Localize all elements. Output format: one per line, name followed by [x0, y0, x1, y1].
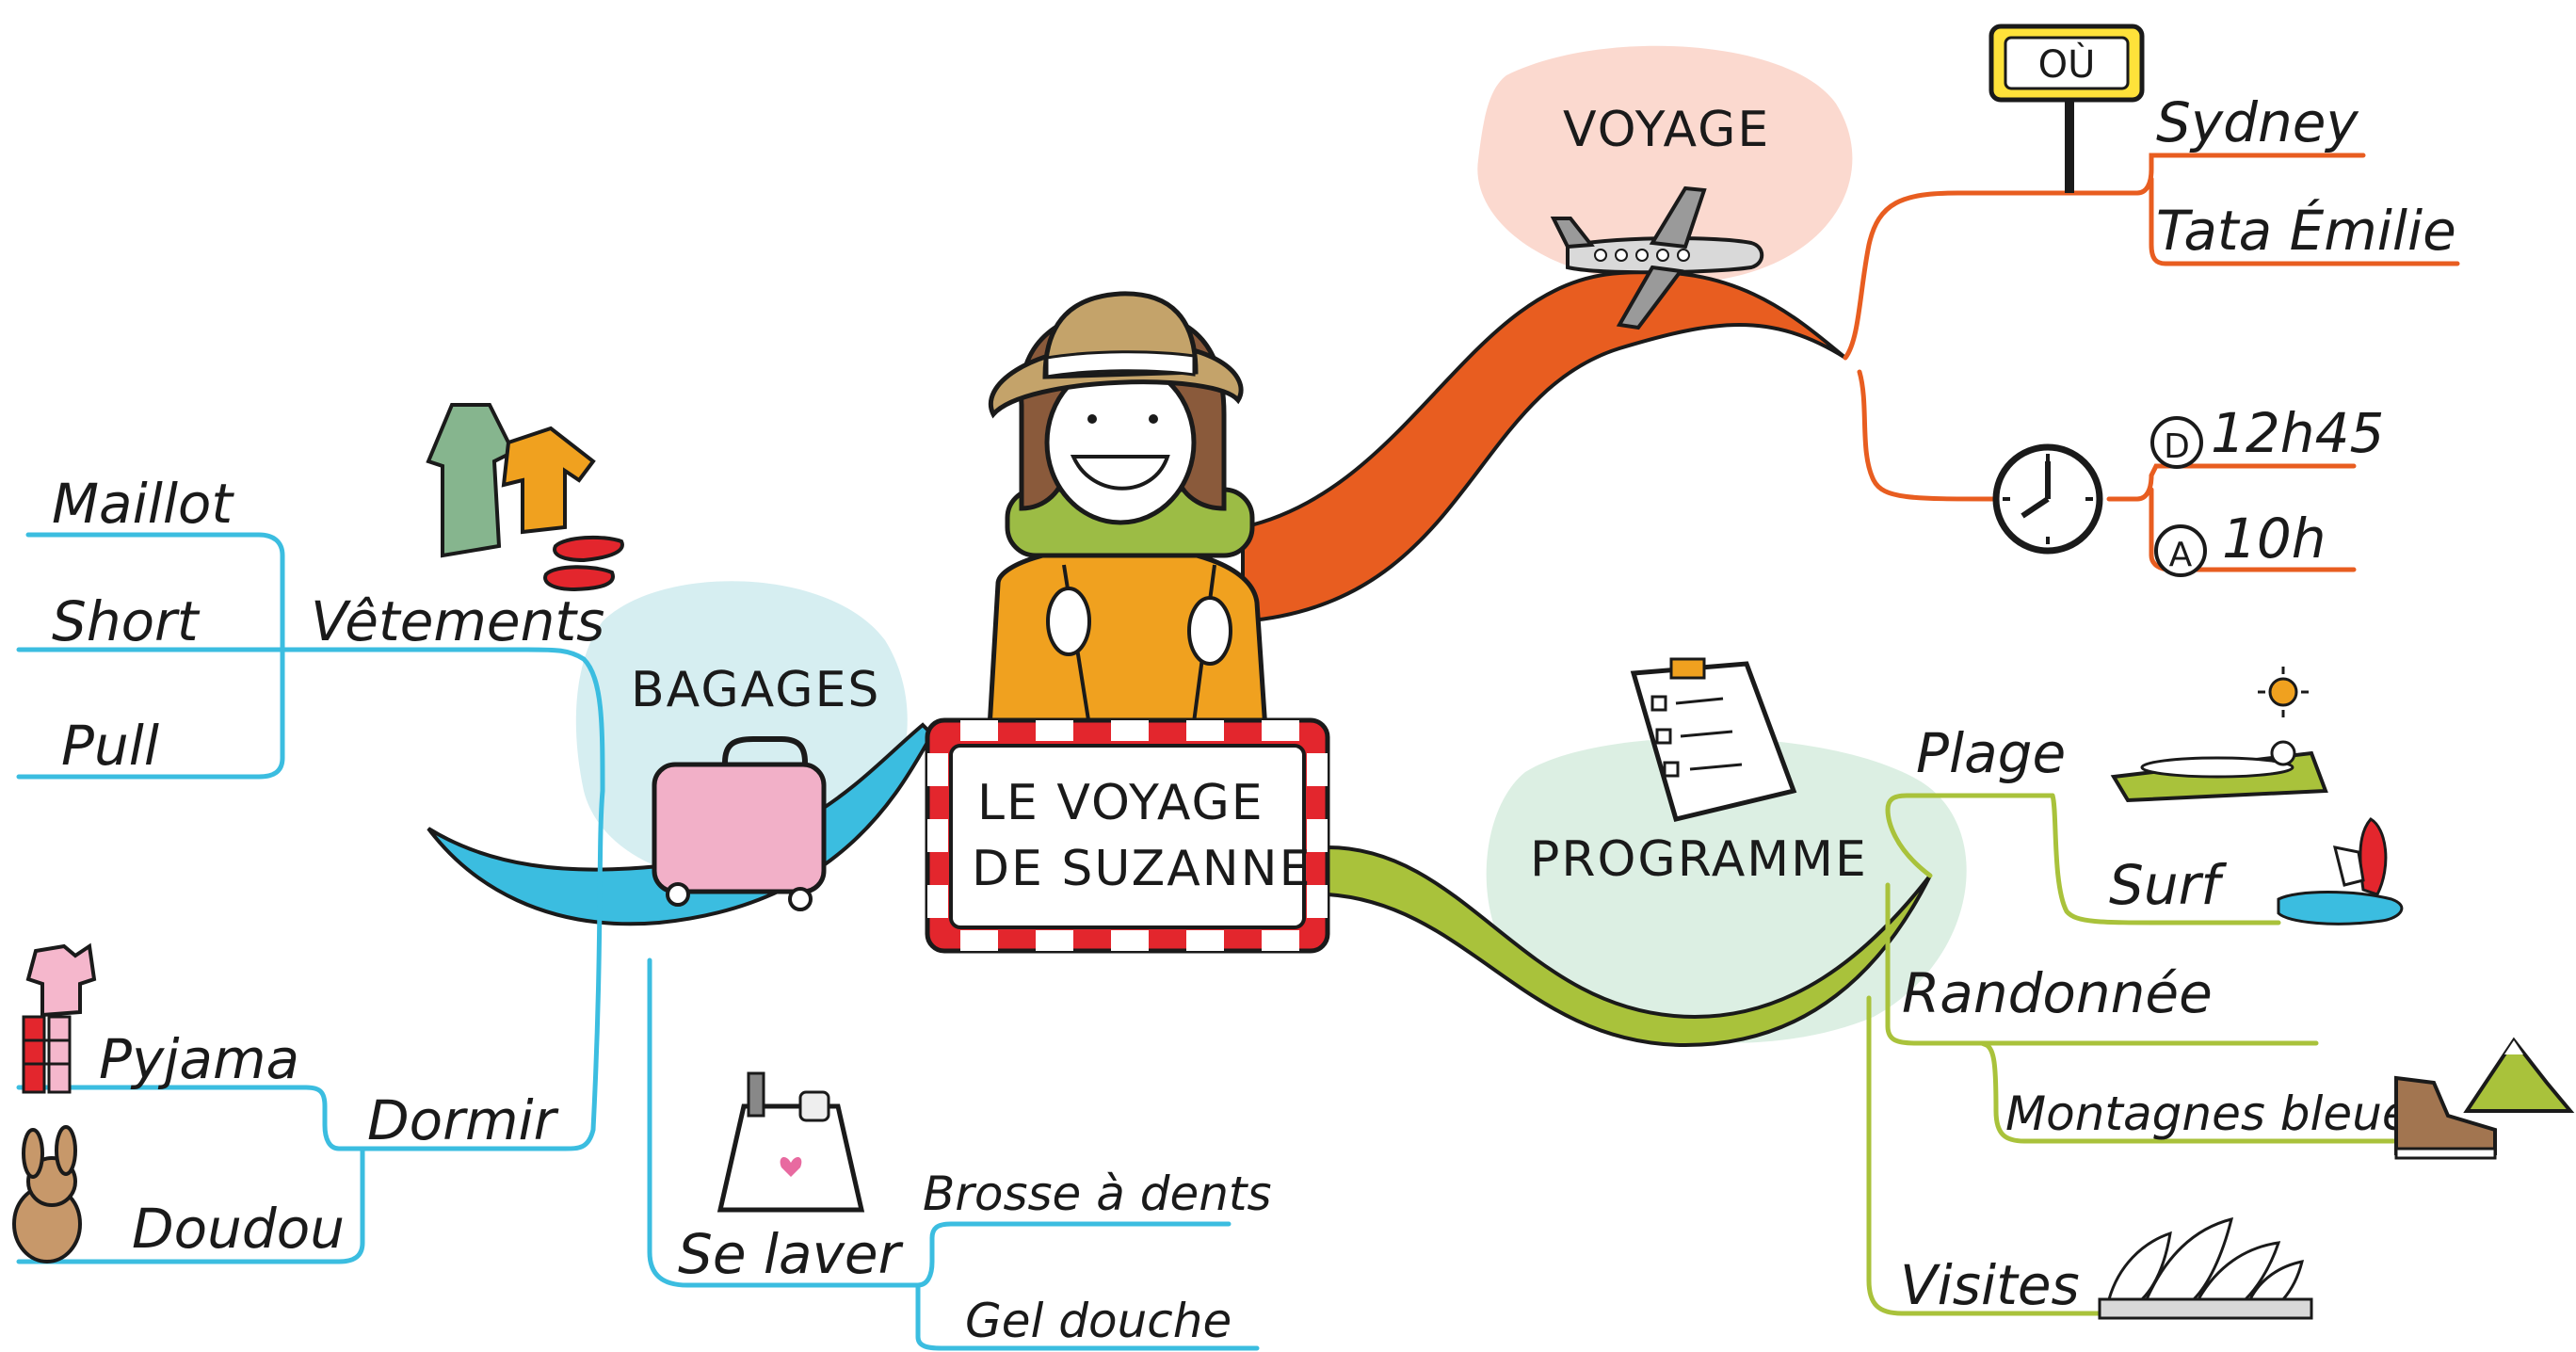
vetements-label: Vêtements [311, 589, 604, 653]
badge-arrival: A [2154, 524, 2207, 577]
svg-text:D: D [2164, 427, 2190, 466]
programme-item-randonnee: Randonnée [1902, 961, 2213, 1025]
beach-towel-icon [2110, 740, 2328, 803]
vetements-item-maillot: Maillot [52, 472, 234, 536]
badge-departure: D [2150, 416, 2203, 469]
voyage-branch [1241, 269, 1847, 624]
voyage-label: VOYAGE [1563, 102, 1770, 158]
traveler-girl-icon [986, 291, 1269, 747]
toiletry-bag-icon [716, 1071, 865, 1213]
programme-item-visites: Visites [1900, 1253, 2080, 1317]
dormir-label: Dormir [367, 1088, 559, 1152]
selaver-item-brosse: Brosse à dents [923, 1167, 1272, 1221]
programme-sub-montagnes: Montagnes bleues [2005, 1086, 2436, 1141]
dormir-item-pyjama: Pyjama [99, 1027, 299, 1091]
where-item-tata-emilie: Tata Émilie [2156, 198, 2456, 263]
vetements-item-pull: Pull [61, 714, 159, 778]
clothes-icon [426, 403, 624, 592]
pajama-icon [22, 942, 97, 1094]
checklist-icon [1630, 657, 1797, 822]
clock-icon [1992, 443, 2103, 555]
selaver-item-gel: Gel douche [965, 1294, 1232, 1348]
bunny-icon [12, 1125, 82, 1263]
bagages-label: BAGAGES [631, 662, 880, 718]
hiking-shoe-icon [2394, 1075, 2497, 1160]
programme-label: PROGRAMME [1530, 831, 1868, 888]
vetements-item-short: Short [52, 589, 201, 653]
bus-stop-sign-icon: OÙ [1988, 24, 2145, 193]
time-arrival-value: 10h [2222, 507, 2326, 571]
sign-label: OÙ [2038, 41, 2096, 87]
svg-text:A: A [2169, 536, 2193, 574]
programme-lines [1866, 793, 2413, 1316]
dormir-item-doudou: Doudou [132, 1197, 345, 1261]
opera-house-icon [2098, 1216, 2313, 1320]
suitcase-icon [652, 736, 827, 911]
center-frame [925, 717, 1330, 954]
bagages-lines [16, 532, 1260, 1351]
programme-item-surf: Surf [2109, 853, 2227, 917]
center-title-line1: LE VOYAGE [977, 775, 1264, 831]
mountain-icon [2463, 1037, 2575, 1113]
where-item-sydney: Sydney [2156, 90, 2359, 154]
airplane-icon [1550, 185, 1764, 330]
center-title-line2: DE SUZANNE [972, 841, 1312, 897]
sun-icon [2258, 667, 2309, 717]
time-departure-value: 12h45 [2211, 401, 2384, 465]
surfer-icon [2277, 817, 2404, 925]
selaver-label: Se laver [678, 1222, 904, 1286]
programme-item-plage: Plage [1916, 721, 2066, 785]
